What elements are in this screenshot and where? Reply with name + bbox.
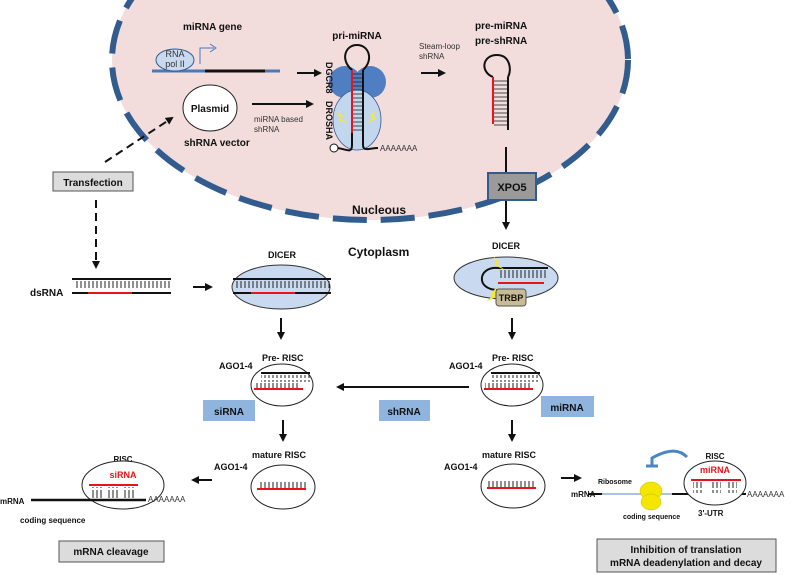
pre-risc-left-label: Pre- RISC	[262, 353, 304, 363]
cytoplasm-label: Cytoplasm	[348, 245, 409, 259]
pre-mirna-hairpin: pre-miRNA pre-shRNA	[475, 21, 527, 130]
ribosome-label: Ribosome	[598, 479, 632, 486]
shrna-badge-label: shRNA	[387, 407, 420, 418]
mirna-badge: miRNA	[541, 396, 594, 417]
dgcr8-label: DGCR8	[324, 62, 334, 94]
transfection-label: Transfection	[63, 178, 122, 189]
mirna-gene-label: miRNA gene	[183, 22, 243, 33]
mrna-left-label: mRNA	[0, 497, 25, 506]
drosha-label: DROSHA	[324, 101, 334, 141]
dicer-left-label: DICER	[268, 250, 297, 260]
inhibition-arrow	[650, 449, 689, 466]
mature-risc-left-label: mature RISC	[252, 450, 307, 460]
dicer-right: DICER TRBP	[453, 241, 559, 307]
stem-loop-label: Steam-loop	[419, 42, 460, 51]
pre-shrna-label: pre-shRNA	[475, 36, 527, 47]
ago-left-label: AGO1-4	[219, 361, 253, 371]
sirna-badge-label: siRNA	[214, 407, 244, 418]
mature-risc-left: mature RISC AGO1-4	[214, 450, 316, 510]
transfection-box: Transfection	[52, 171, 134, 192]
trbp-box: TRBP	[495, 288, 527, 307]
pri-mirna-label: pri-miRNA	[332, 31, 381, 42]
mature-risc-right: mature RISC AGO1-4	[444, 450, 546, 509]
utr-label: 3'-UTR	[698, 509, 724, 518]
dsrna-label: dsRNA	[30, 288, 63, 299]
pre-risc-right: Pre- RISC AGO1-4	[449, 353, 544, 407]
pre-risc-right-label: Pre- RISC	[492, 353, 534, 363]
inhibition-box: Inhibition of translation mRNA deadenyla…	[596, 538, 777, 573]
nucleus-label: Nucleous	[352, 203, 406, 217]
mirna-badge-label: miRNA	[550, 403, 583, 414]
polya-right-label: AAAAAAA	[747, 490, 785, 499]
arrow-transfection-to-plasmid	[104, 116, 174, 163]
mirna-red-label: miRNA	[700, 465, 731, 475]
pri-polya-label: AAAAAAA	[380, 144, 418, 153]
mrna-right-label: mRNA	[571, 490, 596, 499]
mrna-cleavage-label: mRNA cleavage	[73, 547, 149, 558]
pri-mirna-complex: pri-miRNA AAAAAAA DGCR8 DROSHA	[324, 31, 418, 153]
dicer-left: DICER	[231, 250, 331, 310]
rna-pol-label-1: RNA	[165, 49, 184, 59]
stem-loop-label-2: shRNA	[419, 52, 445, 61]
ago2-right-label: AGO1-4	[444, 462, 478, 472]
shrna-badge: shRNA	[379, 400, 430, 421]
translation-complex: Ribosome mRNA coding sequence RISC miRNA…	[571, 449, 785, 521]
pre-mirna-label: pre-miRNA	[475, 21, 527, 32]
rna-pol-label-2: pol II	[165, 59, 185, 69]
mature-risc-right-label: mature RISC	[482, 450, 537, 460]
ago-right-label: AGO1-4	[449, 361, 483, 371]
xpo5-box: XPO5	[487, 172, 537, 201]
mirna-based-label: miRNA based	[254, 115, 303, 124]
inhibition-label-1: Inhibition of translation	[630, 545, 741, 556]
ago2-left-label: AGO1-4	[214, 462, 248, 472]
rna-pol-ii: RNA pol II	[155, 48, 195, 72]
sirna-badge: siRNA	[203, 400, 255, 421]
xpo5-label: XPO5	[497, 182, 526, 194]
trbp-label: TRBP	[499, 293, 524, 303]
mrna-cleavage-box: mRNA cleavage	[58, 540, 165, 563]
plasmid: Plasmid shRNA vector	[182, 84, 250, 149]
mirna-based-label-2: shRNA	[254, 125, 280, 134]
risc-sirna-complex: RISC siRNA mRNA AAAAAAA coding sequence	[0, 455, 186, 525]
dsrna: dsRNA	[30, 278, 171, 299]
mirna-gene: miRNA gene RNA pol II	[152, 22, 280, 73]
sirna-red-label: siRNA	[109, 470, 137, 480]
coding-right-label: coding sequence	[623, 514, 680, 521]
pre-risc-left: Pre- RISC AGO1-4	[219, 353, 314, 407]
plasmid-label: Plasmid	[191, 104, 229, 115]
risc-left-label: RISC	[113, 455, 132, 464]
coding-left-label: coding sequence	[20, 516, 86, 525]
risc-right-label: RISC	[705, 452, 724, 461]
dicer-right-label: DICER	[492, 241, 521, 251]
ribosome-small-subunit	[640, 493, 662, 511]
shrna-vector-label: shRNA vector	[184, 138, 250, 149]
polya-left-label: AAAAAAA	[148, 495, 186, 504]
inhibition-label-2: mRNA deadenylation and decay	[610, 558, 762, 569]
